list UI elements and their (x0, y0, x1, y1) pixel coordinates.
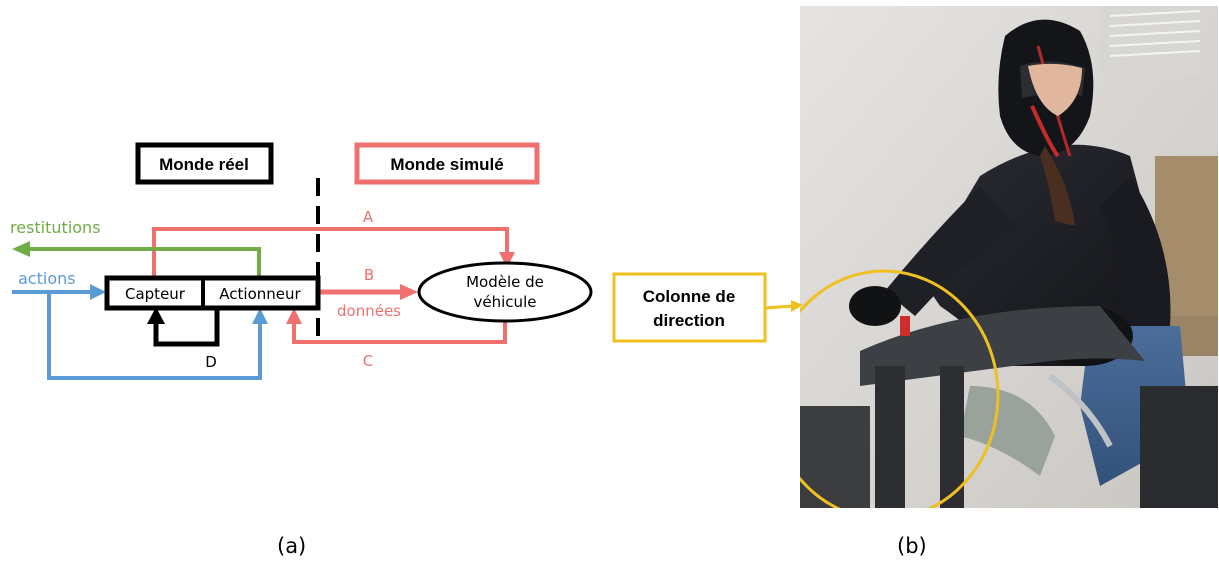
motorcycle-simulator-photo (800, 6, 1218, 508)
callout-arrow (764, 300, 803, 312)
restitutions-arrowhead (12, 241, 30, 257)
steering-column-highlight (800, 269, 1000, 508)
callout-label-2: direction (653, 311, 725, 330)
restitutions-line (28, 247, 261, 278)
vehicle-model-ellipse (417, 261, 593, 323)
path-d-arrowhead (147, 307, 165, 324)
path-c-label: C (363, 352, 373, 370)
data-label: données (337, 302, 401, 320)
path-c-arrowhead (286, 308, 302, 324)
callout-box (612, 272, 767, 343)
simulated-world-label: Monde simulé (390, 155, 503, 174)
callout-label-1: Colonne de (643, 287, 736, 306)
path-b-label: B (364, 266, 374, 284)
real-world-label: Monde réel (159, 155, 249, 174)
actions-arrowhead (90, 284, 106, 300)
restitutions-label: restitutions (10, 218, 101, 237)
actions-label: actions (18, 269, 76, 288)
simulated-world-box (354, 142, 540, 185)
sensor-actuator-box (104, 275, 321, 311)
vehicle-model-label-2: véhicule (474, 293, 537, 311)
sensor-label: Capteur (125, 285, 186, 303)
path-a-arrowhead (499, 252, 515, 268)
path-a-line (152, 227, 509, 278)
caption-b: (b) (897, 534, 927, 558)
actions-loop-arrowhead (252, 308, 268, 324)
path-b-arrowhead (400, 284, 418, 300)
path-a-label: A (363, 208, 374, 226)
caption-a: (a) (277, 534, 307, 558)
vehicle-model-label-1: Modèle de (466, 273, 544, 291)
real-world-box (135, 142, 274, 185)
path-d-line (153, 308, 220, 347)
actuator-label: Actionneur (219, 285, 301, 303)
system-diagram: Monde réel Monde simulé A B données C re… (10, 142, 767, 380)
path-d-label: D (205, 353, 217, 371)
path-c-line (292, 318, 507, 344)
actions-loop-line (47, 292, 262, 380)
